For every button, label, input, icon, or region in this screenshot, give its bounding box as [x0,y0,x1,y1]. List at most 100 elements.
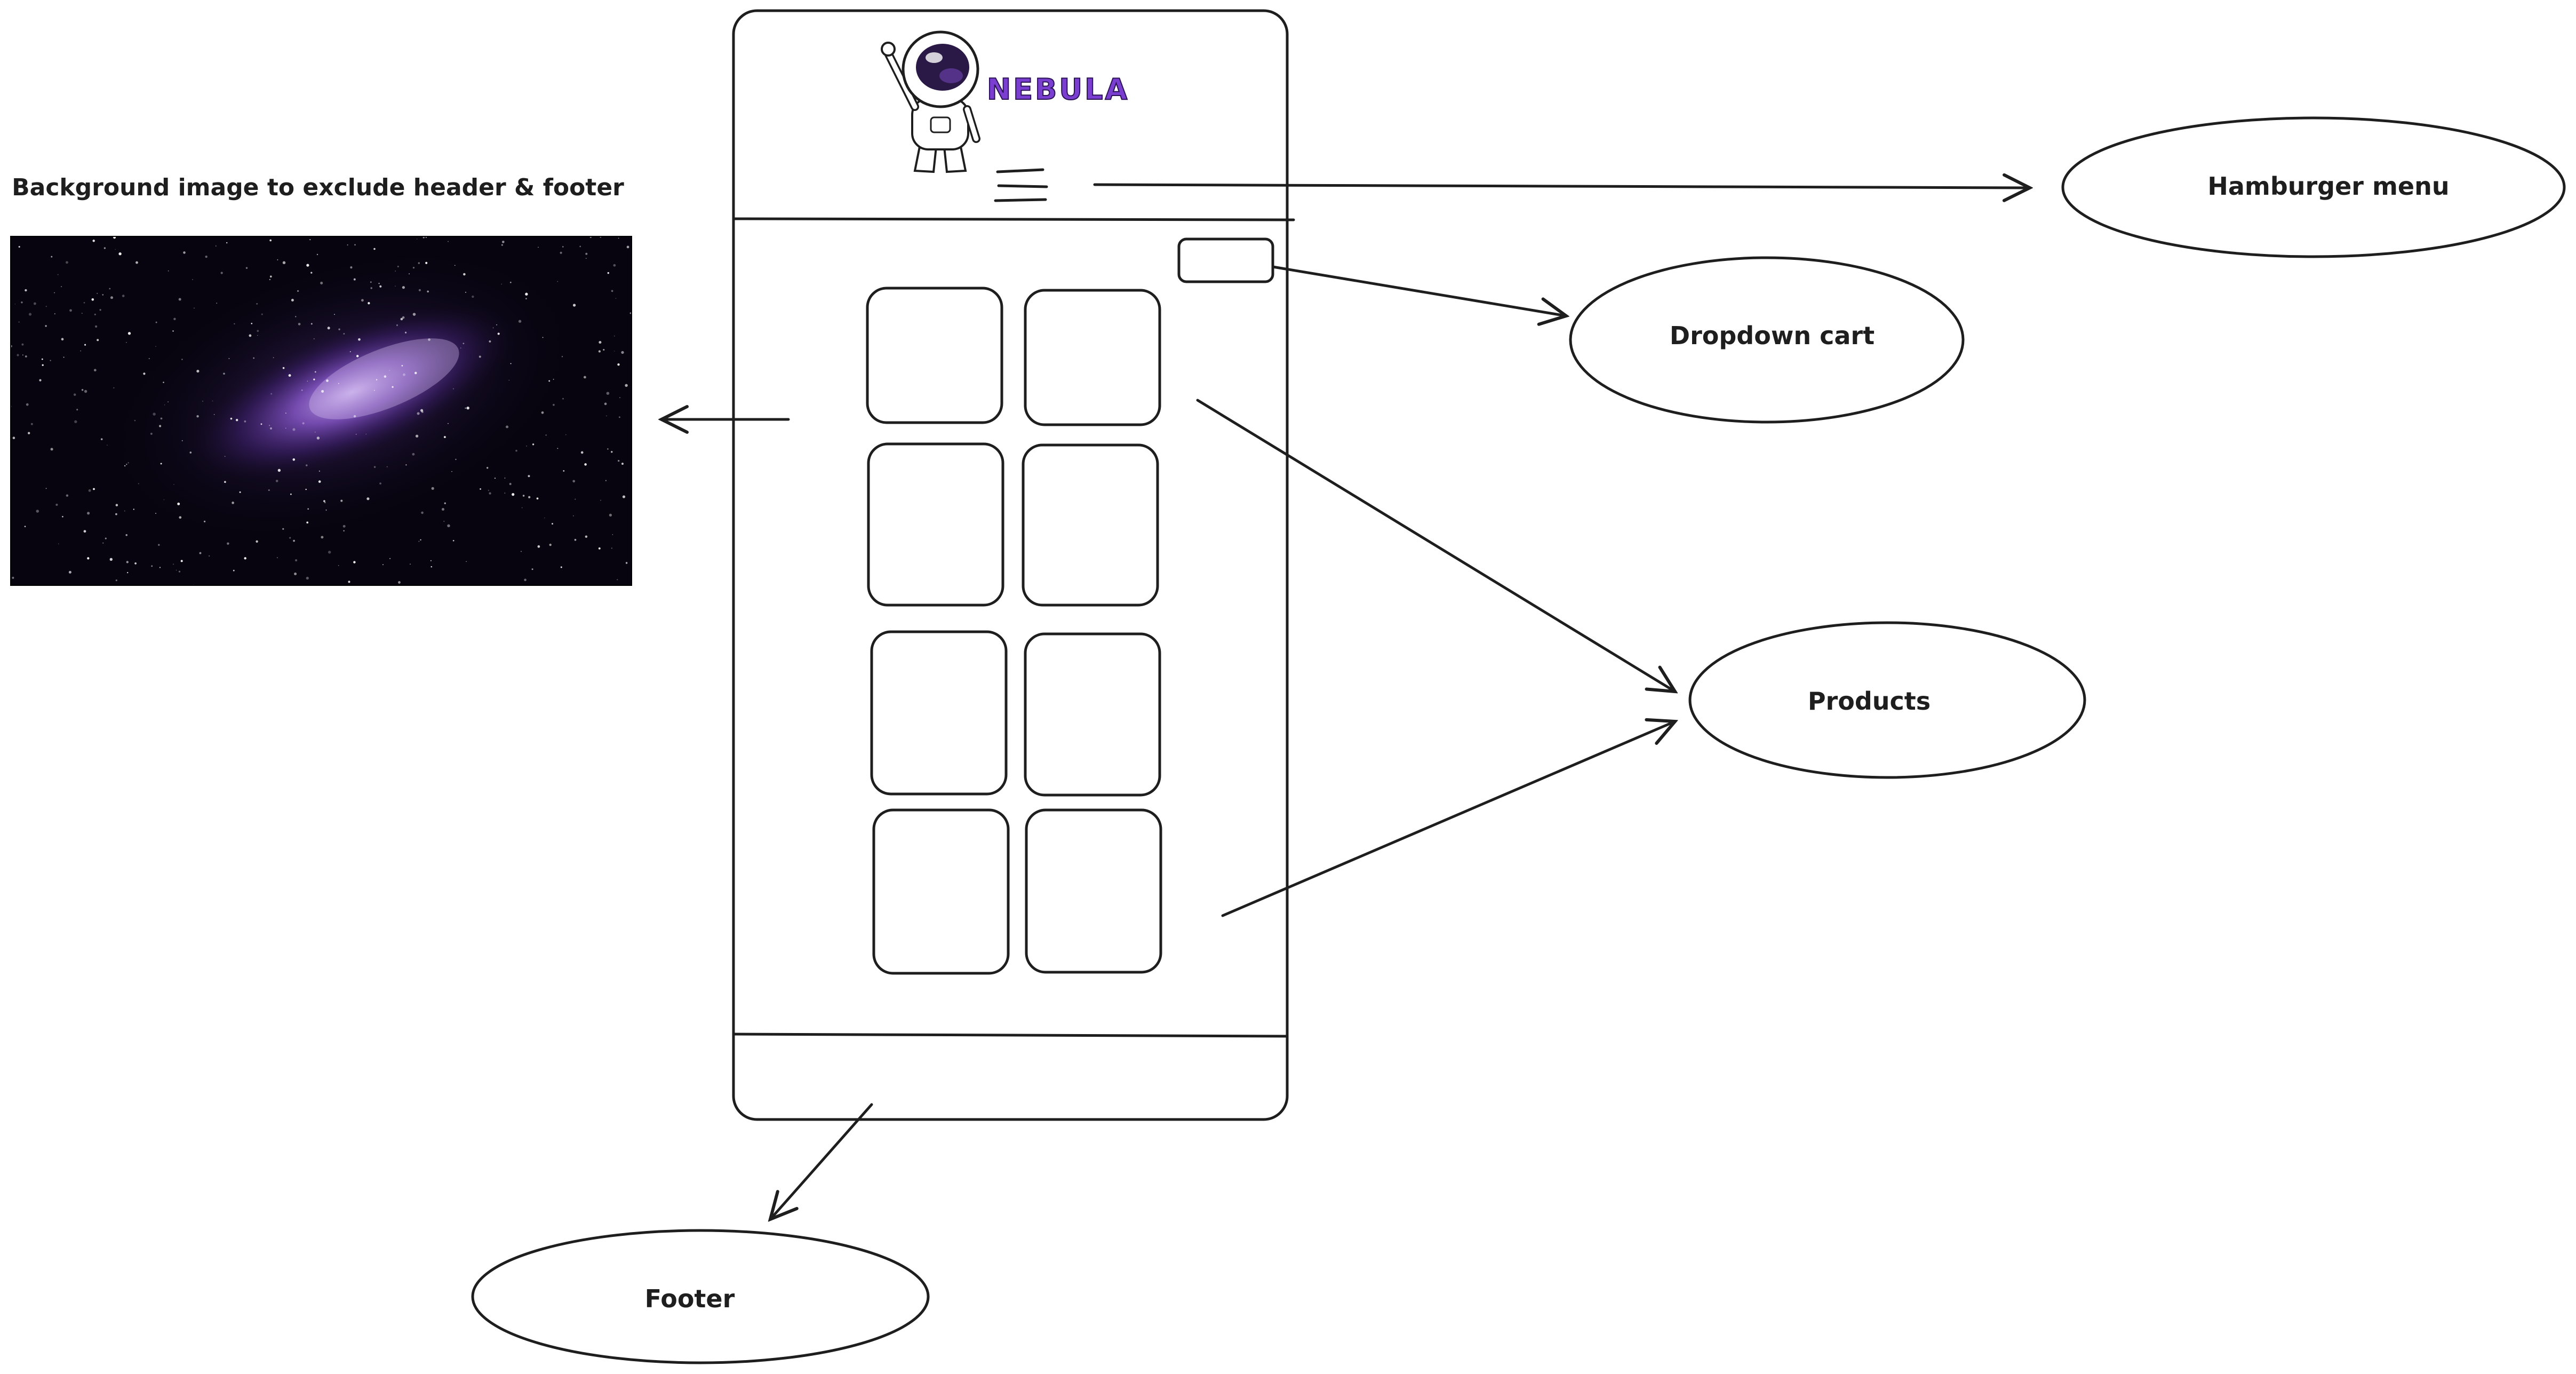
star [509,281,512,283]
star [163,382,164,383]
star [173,563,174,565]
star [92,240,95,242]
star [452,388,454,390]
star [289,537,291,539]
star [327,327,330,330]
star [618,416,620,418]
star [340,499,343,502]
star [418,262,420,264]
arrow-to-hamburger [1093,185,2030,188]
star [212,400,213,402]
star [343,333,345,335]
star [338,383,339,384]
star [160,463,162,465]
star [607,272,609,274]
product-card[interactable] [1024,632,1161,797]
product-card[interactable] [872,808,1010,975]
star [492,327,494,329]
star [405,464,407,466]
star [613,264,616,267]
star [192,279,193,280]
star [431,487,434,490]
star [389,370,390,371]
star [269,427,273,430]
callout-footer-label: Footer [645,1284,735,1313]
star [261,313,263,315]
star [269,239,272,242]
star [321,536,324,539]
star [276,557,278,559]
cart-button[interactable] [1177,237,1274,283]
star [541,411,544,414]
star [504,478,506,479]
star [606,392,610,395]
star [374,390,375,391]
star [97,293,98,294]
star [443,436,446,439]
star [487,467,489,469]
product-card[interactable] [1025,808,1162,974]
star [28,432,30,434]
star [392,386,394,388]
star [379,285,382,288]
star [18,245,20,248]
star [370,287,372,289]
phone-frame [732,9,1289,1121]
star [451,471,452,472]
star [292,428,296,431]
hamburger-icon[interactable] [994,168,1048,202]
star [295,316,297,317]
star [508,379,510,381]
star [61,338,64,341]
astronaut-icon [881,30,980,173]
star [521,551,522,552]
star [552,523,553,525]
star [244,557,246,560]
star [323,500,325,502]
product-card[interactable] [1024,289,1161,426]
star [506,425,509,428]
product-card[interactable] [867,442,1004,607]
star [285,412,286,414]
star [213,414,215,415]
product-card[interactable] [870,630,1008,796]
star [58,543,59,544]
star [525,298,527,300]
star [230,417,233,420]
star [306,521,309,524]
star [353,278,356,281]
star [525,292,528,296]
star [224,456,226,457]
star [370,281,372,283]
star [224,481,226,483]
star [251,323,253,324]
star [502,241,505,243]
star [318,480,321,483]
star [307,380,308,382]
star [585,252,588,255]
star [25,289,27,292]
star [314,371,316,373]
star [532,443,535,446]
star [307,508,309,510]
star [428,338,430,341]
star [425,261,428,264]
star [80,350,82,352]
star [478,355,481,358]
star [277,468,281,472]
star [12,436,15,439]
product-card[interactable] [866,287,1003,424]
star [25,355,27,358]
star [579,245,581,248]
star [134,419,136,422]
star [515,449,517,452]
star [94,313,96,315]
star [91,298,94,301]
star [12,576,14,579]
product-card[interactable] [1022,443,1159,607]
star [421,511,424,514]
star [560,566,562,568]
star [33,302,36,305]
star [155,346,156,347]
star [118,252,122,256]
